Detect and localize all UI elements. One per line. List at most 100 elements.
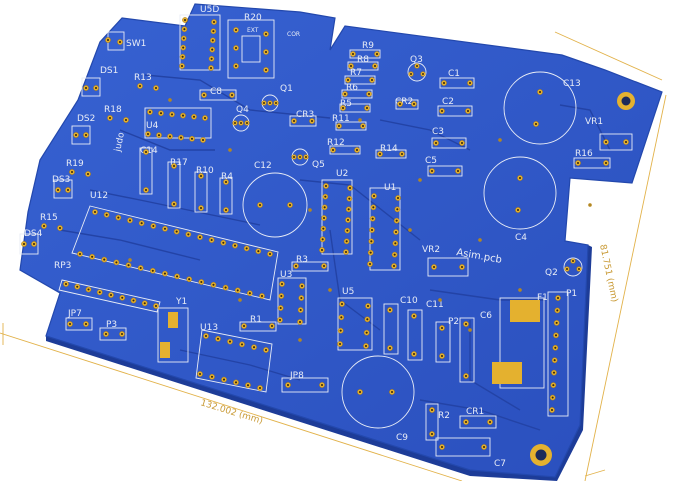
solder-pad-hole — [264, 348, 268, 352]
label-c14: C14 — [140, 146, 158, 156]
solder-pad-hole — [329, 289, 331, 291]
solder-pad-hole — [298, 320, 302, 324]
solder-pad-hole — [121, 296, 124, 299]
label-r18: R18 — [104, 105, 122, 115]
solder-pad-hole — [154, 86, 158, 90]
solder-pad-hole — [370, 240, 373, 243]
solder-pad-hole — [416, 65, 418, 67]
solder-pad-hole — [346, 78, 350, 82]
solder-pad-hole — [183, 18, 187, 22]
solder-pad-hole — [140, 222, 143, 225]
solder-pad-hole — [210, 57, 213, 60]
label-q3: Q3 — [410, 55, 423, 65]
solder-pad-hole — [371, 217, 374, 220]
solder-pad-hole — [190, 137, 194, 140]
label-vr1: VR1 — [585, 117, 603, 127]
solder-pad-hole — [322, 227, 325, 230]
solder-pad-hole — [299, 308, 302, 312]
solder-pad-hole — [518, 176, 522, 180]
solder-pad-hole — [321, 238, 324, 241]
solder-pad-hole — [359, 119, 361, 121]
solder-pad-hole — [106, 38, 110, 42]
solder-pad-hole — [234, 46, 238, 50]
solder-pad-hole — [337, 124, 341, 128]
solder-pad-hole — [233, 244, 237, 247]
solder-pad-hole — [210, 375, 214, 378]
solder-pad-hole — [305, 156, 307, 158]
label-ext: EXT — [247, 27, 259, 34]
solder-pad-hole — [172, 202, 176, 206]
solder-pad-hole — [127, 264, 130, 267]
solder-pad-hole — [209, 66, 213, 70]
solder-pad-hole — [482, 445, 486, 449]
solder-pad-hole — [347, 208, 350, 211]
solder-pad-hole — [108, 116, 112, 120]
solder-pad-hole — [572, 260, 574, 262]
solder-pad-hole — [409, 229, 411, 231]
solder-pad-hole — [550, 408, 554, 412]
solder-pad-hole — [264, 50, 268, 54]
solder-pad-hole — [412, 352, 416, 356]
solder-pad-hole — [187, 233, 190, 236]
solder-pad-hole — [176, 275, 179, 278]
solder-pad-hole — [198, 372, 202, 376]
label-y1: Y1 — [175, 297, 187, 307]
label-r16: R16 — [575, 149, 593, 159]
solder-pad-hole — [200, 280, 203, 284]
solder-pad-hole — [394, 242, 397, 245]
solder-pad-hole — [181, 55, 184, 58]
label-c2: C2 — [442, 97, 454, 107]
solder-pad-hole — [84, 86, 88, 90]
solder-pad-hole — [181, 114, 185, 117]
solder-pad-hole — [430, 408, 434, 412]
solder-pad-hole — [578, 268, 580, 270]
label-u1: U1 — [384, 183, 396, 193]
solder-pad-hole — [361, 124, 365, 128]
solder-pad-hole — [555, 321, 558, 324]
solder-pad-hole — [554, 334, 558, 337]
solder-pad-hole — [395, 219, 398, 222]
label-vr2: VR2 — [422, 245, 440, 255]
solder-pad-hole — [432, 265, 436, 269]
solder-pad-hole — [222, 241, 225, 244]
solder-pad-hole — [460, 265, 464, 269]
solder-pad-hole — [466, 109, 470, 113]
solder-pad-hole — [440, 354, 444, 358]
solder-pad-hole — [175, 230, 178, 233]
solder-pad-hole — [556, 309, 559, 312]
label-c12: C12 — [254, 161, 272, 171]
solder-pad-hole — [322, 216, 326, 220]
dimension-lines — [0, 31, 667, 482]
label-f1: F1 — [537, 293, 548, 303]
label-c8: C8 — [210, 87, 222, 97]
solder-pad-hole — [264, 68, 268, 72]
solder-pad-hole — [488, 420, 492, 424]
solder-pad-hole — [519, 289, 521, 291]
solder-pad-hole — [398, 102, 402, 106]
label-cr1: CR1 — [466, 407, 484, 417]
solder-pad-hole — [84, 322, 88, 326]
solder-pad-hole — [211, 48, 214, 51]
solder-pad-hole — [242, 324, 246, 328]
solder-pad-hole — [58, 226, 62, 230]
solder-pad-hole — [240, 343, 244, 346]
solder-pad-hole — [358, 390, 362, 394]
solder-pad-hole — [469, 329, 471, 331]
solder-pad-hole — [323, 206, 326, 209]
label-judo: judo — [113, 131, 127, 154]
solder-pad-hole — [120, 332, 124, 336]
label-u13: U13 — [200, 323, 218, 333]
label-c9: C9 — [396, 433, 408, 443]
solder-pad-hole — [355, 148, 359, 152]
label-sw1: SW1 — [126, 39, 146, 49]
solder-pad-hole — [300, 296, 303, 300]
solder-pad-hole — [64, 282, 68, 286]
label-q5: Q5 — [312, 160, 325, 170]
solder-pad-hole — [78, 252, 82, 256]
solder-pad-hole — [348, 197, 351, 200]
label-c13: C13 — [563, 79, 581, 89]
solder-pad-hole — [257, 250, 260, 253]
solder-pad-hole — [234, 64, 238, 68]
solder-pad-hole — [129, 259, 131, 261]
solder-pad-hole — [224, 180, 228, 184]
